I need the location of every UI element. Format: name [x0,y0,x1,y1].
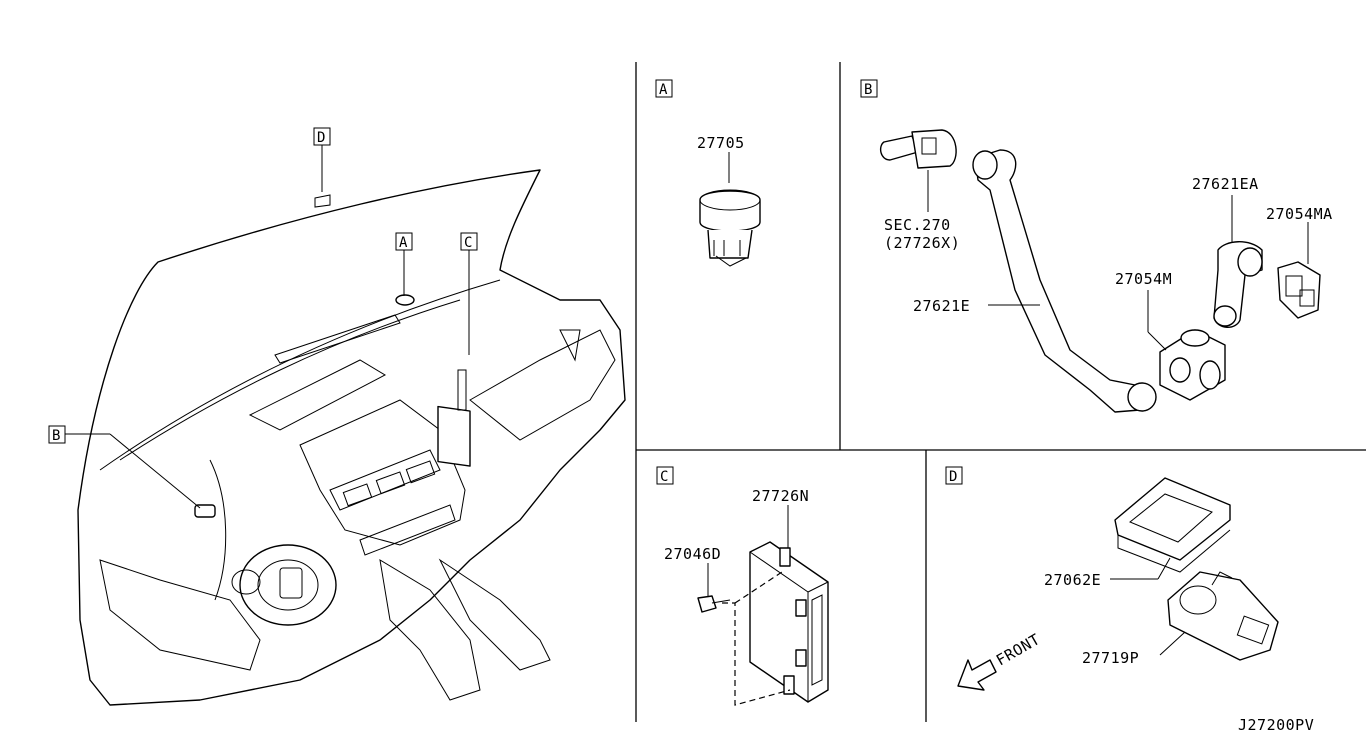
panel-a-letter: A [659,82,668,98]
panel-d-letter: D [949,469,957,485]
panel-b: B SEC.270 (27726X) 27621E 27054M [860,79,1333,413]
part-27719p-label: 27719P [1082,649,1139,667]
panel-d: D 27062E 27719P FRONT [945,466,1279,691]
callout-d-label: D [317,130,325,146]
panel-dividers [635,62,1366,722]
callout-a: A [395,232,413,296]
clip-27054ma [1277,261,1321,319]
part-27621e-label: 27621E [913,297,970,315]
aspirator-27054m [1159,329,1226,401]
hose-27621ea [1213,241,1263,328]
bracket-27062e [1114,477,1231,573]
dashboard-illustration [77,169,626,706]
sensor-27719p [1167,571,1279,661]
part-27046d-label: 27046D [664,545,721,563]
callout-c-label: C [464,235,472,251]
callout-b: B [48,425,201,509]
part-27726n-label: 27726N [752,487,809,505]
sec270-connector [879,129,957,169]
screw-27046d [697,595,731,613]
part-27705-label: 27705 [697,134,745,152]
part-27054ma-label: 27054MA [1266,205,1333,223]
hose-27621e [972,149,1157,413]
callout-d: D [313,127,331,192]
part-27062e-label: 27062E [1044,571,1101,589]
part-sec270-label: SEC.270 [884,216,951,234]
front-arrow-icon [957,659,997,691]
part-27726x-label: (27726X) [884,234,960,252]
panel-c: C 27726N 27046D [656,466,829,706]
panel-a: A 27705 [655,79,761,267]
part-27621ea-label: 27621EA [1192,175,1259,193]
panel-b-letter: B [864,82,872,98]
callout-b-label: B [52,428,60,444]
drawing-id: J27200PV [1238,716,1314,734]
panel-c-letter: C [660,469,668,485]
part-27054m-label: 27054M [1115,270,1172,288]
control-unit-27726n [749,541,829,703]
callout-a-label: A [399,235,408,251]
front-direction-label: FRONT [993,630,1043,669]
callout-c: C [460,232,478,355]
